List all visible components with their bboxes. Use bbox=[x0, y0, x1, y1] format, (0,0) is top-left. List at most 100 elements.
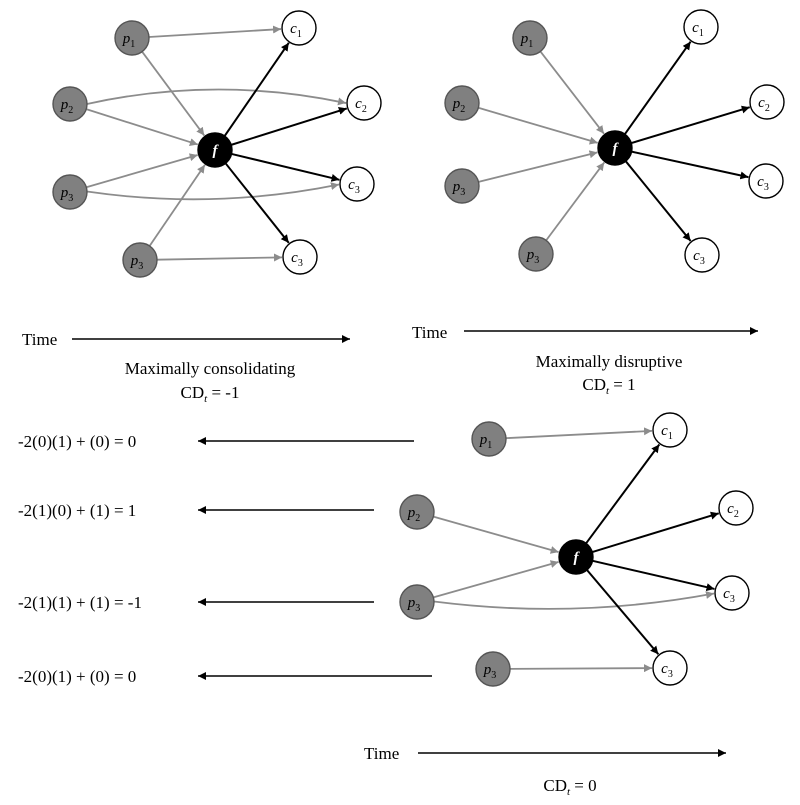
edge-f-to-c1 bbox=[223, 42, 290, 137]
edge-p1-to-f bbox=[539, 50, 605, 135]
formula-p3a: -2(1)(1) + (1) = -1 bbox=[18, 593, 142, 612]
cd-index-value: CDt = 0 bbox=[543, 776, 596, 798]
edge-p2-to-f bbox=[433, 515, 559, 554]
edge-p3b-to-c3b bbox=[156, 253, 283, 262]
node-p3a: p3 bbox=[399, 584, 435, 620]
predecessor-node-circle bbox=[122, 242, 158, 278]
citer-node-circle bbox=[281, 10, 317, 46]
panel-caption: Maximally consolidating bbox=[125, 359, 296, 378]
formula-p2: -2(1)(0) + (1) = 1 bbox=[18, 501, 136, 520]
edge-f-to-c3a bbox=[592, 559, 715, 592]
node-label: f bbox=[213, 143, 220, 159]
citer-node-circle bbox=[346, 85, 382, 121]
node-label: p3 bbox=[407, 595, 421, 614]
citer-node-circle bbox=[714, 575, 750, 611]
predecessor-node-circle bbox=[52, 174, 88, 210]
node-p3b: p3 bbox=[122, 242, 158, 278]
citer-node-circle bbox=[282, 239, 318, 275]
edge-f-to-c2 bbox=[591, 511, 720, 553]
time-label: Time bbox=[22, 330, 57, 349]
node-label: p2 bbox=[60, 97, 74, 116]
node-c2: c2 bbox=[346, 85, 382, 121]
edge-p3a-to-f bbox=[478, 150, 598, 183]
node-c3a: c3 bbox=[714, 575, 750, 611]
node-label: c2 bbox=[758, 95, 770, 114]
edge-f-to-c1 bbox=[585, 443, 661, 544]
edge-p1-to-c1 bbox=[148, 25, 282, 38]
edge-p2-to-f bbox=[478, 106, 598, 145]
citer-node-circle bbox=[652, 412, 688, 448]
node-c3b: c3 bbox=[652, 650, 688, 686]
edge-f-to-c2 bbox=[630, 105, 751, 145]
node-c3b: c3 bbox=[684, 237, 720, 273]
node-label: c1 bbox=[692, 20, 704, 39]
edge-p3b-to-c3b bbox=[509, 664, 653, 673]
edge-f-to-c1 bbox=[624, 41, 692, 135]
node-p2: p2 bbox=[444, 85, 480, 121]
node-label: f bbox=[613, 141, 620, 157]
node-p3b: p3 bbox=[518, 236, 554, 272]
node-c3b: c3 bbox=[282, 239, 318, 275]
edge-f-to-c2 bbox=[230, 107, 348, 146]
node-label: p3 bbox=[452, 179, 466, 198]
edge-f-to-c3b bbox=[624, 160, 692, 242]
citer-node-circle bbox=[749, 84, 785, 120]
node-p3b: p3 bbox=[475, 651, 511, 687]
edge-p3b-to-f bbox=[148, 164, 206, 247]
edge-p3a-to-f bbox=[86, 153, 198, 189]
time-label: Time bbox=[412, 323, 447, 342]
edge-p3a-to-f bbox=[433, 560, 559, 599]
edge-p2-to-c2 bbox=[86, 88, 347, 106]
predecessor-node-circle bbox=[52, 86, 88, 122]
citer-node-circle bbox=[683, 9, 719, 45]
edge-layer bbox=[433, 427, 720, 673]
predecessor-node-circle bbox=[512, 20, 548, 56]
node-label: p2 bbox=[452, 96, 466, 115]
node-label: p3 bbox=[483, 662, 497, 681]
formula-p1: -2(0)(1) + (0) = 0 bbox=[18, 432, 136, 451]
predecessor-node-circle bbox=[444, 85, 480, 121]
edge-p2-to-f bbox=[85, 108, 199, 146]
edge-layer bbox=[85, 25, 348, 262]
node-label: p3 bbox=[60, 185, 74, 204]
panel-consolidating: f p1 p2 p3 p3 c1 c2 c3 c3 Time Maximally consoli… bbox=[22, 10, 382, 405]
citer-node-circle bbox=[339, 166, 375, 202]
cd-index-value: CDt = -1 bbox=[181, 383, 240, 405]
edge-layer bbox=[478, 41, 751, 242]
node-f: f bbox=[597, 130, 633, 166]
node-label: c3 bbox=[661, 661, 673, 680]
node-p1: p1 bbox=[114, 20, 150, 56]
node-c2: c2 bbox=[749, 84, 785, 120]
edge-p3a-to-c3a bbox=[433, 591, 715, 610]
focal-node-circle bbox=[558, 539, 594, 575]
edge-f-to-c3a bbox=[631, 150, 749, 180]
node-label: p1 bbox=[122, 31, 136, 50]
node-label: c3 bbox=[291, 250, 303, 269]
node-f: f bbox=[197, 132, 233, 168]
node-p2: p2 bbox=[52, 86, 88, 122]
node-label: p1 bbox=[520, 31, 534, 50]
node-c2: c2 bbox=[718, 490, 754, 526]
node-label: c3 bbox=[348, 177, 360, 196]
node-label: c2 bbox=[355, 96, 367, 115]
node-label: c2 bbox=[727, 501, 739, 520]
node-c1: c1 bbox=[683, 9, 719, 45]
node-label: c1 bbox=[290, 21, 302, 40]
predecessor-node-circle bbox=[518, 236, 554, 272]
predecessor-node-circle bbox=[399, 494, 435, 530]
node-layer: f p1 p2 p3 p3 c1 c2 c3 c3 bbox=[444, 9, 785, 273]
node-p2: p2 bbox=[399, 494, 435, 530]
node-label: c3 bbox=[757, 174, 769, 193]
node-label: c1 bbox=[661, 423, 673, 442]
predecessor-node-circle bbox=[475, 651, 511, 687]
edge-f-to-c3a bbox=[231, 152, 340, 182]
predecessor-node-circle bbox=[471, 421, 507, 457]
node-label: p2 bbox=[407, 505, 421, 524]
focal-node-circle bbox=[597, 130, 633, 166]
citer-node-circle bbox=[748, 163, 784, 199]
node-label: p3 bbox=[130, 253, 144, 272]
